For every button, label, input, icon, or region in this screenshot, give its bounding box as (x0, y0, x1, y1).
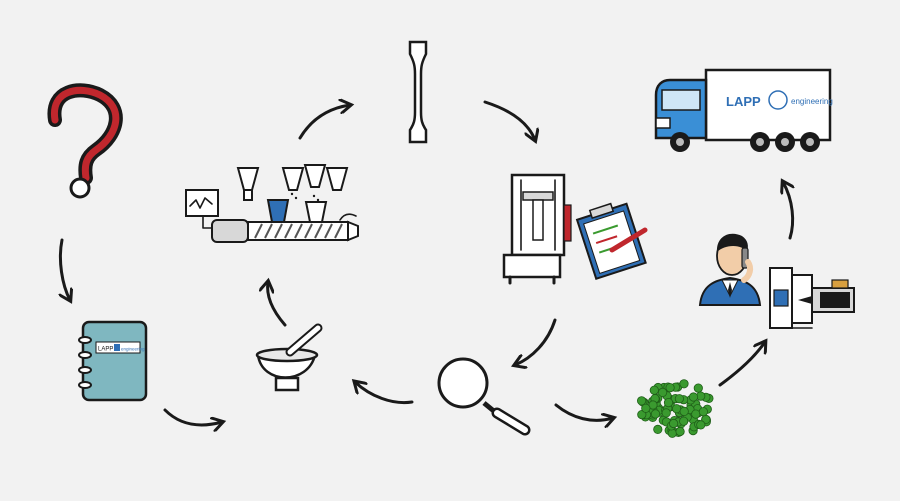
notebook-icon: LAPP engineering (78, 320, 148, 402)
arrow-question-to-notebook (60, 238, 70, 300)
mortar-pestle-icon (255, 323, 323, 392)
tensile-specimen-icon (408, 40, 428, 144)
arrow-magnifier-to-granules (554, 403, 613, 420)
arrow-extruder-to-specimen (298, 105, 350, 140)
arrow-mortar-to-extruder (268, 282, 287, 327)
extruder-icon (185, 164, 359, 243)
injection-molding-icon (769, 267, 855, 329)
truck-brand-lapp: LAPP (726, 94, 761, 109)
arrow-specimen-to-tester (483, 100, 535, 140)
arrow-molding-to-truck (783, 182, 793, 240)
tensile-tester-icon (502, 173, 572, 285)
arrow-notebook-to-mortar (163, 408, 222, 425)
green-granules-icon (636, 379, 714, 438)
arrow-tester-to-magnifier (515, 318, 557, 365)
notebook-brand-engineering: engineering (121, 347, 145, 352)
magnifying-glass-icon (437, 357, 531, 436)
truck-brand-engineering: engineering (791, 97, 833, 106)
businessman-phone-icon (698, 233, 762, 306)
arrow-granules-to-molding (718, 342, 765, 387)
question-mark-icon (47, 83, 123, 199)
notebook-brand-lapp: LAPP (98, 347, 113, 353)
arrow-magnifier-to-mortar (355, 382, 414, 405)
truck-icon: LAPP engineering (654, 68, 833, 152)
flow-arrows (60, 102, 792, 425)
clipboard-icon (575, 202, 648, 281)
